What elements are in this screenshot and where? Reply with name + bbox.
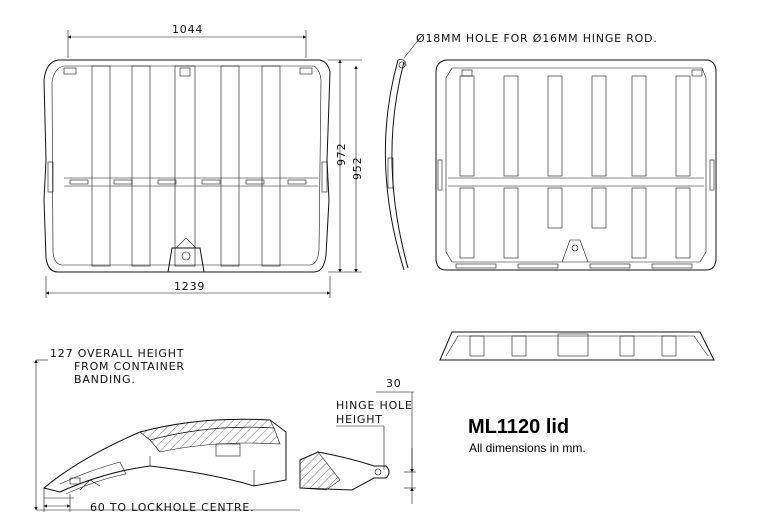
dimension-top-width: 1044 <box>172 23 203 36</box>
side-profile: Ø18MM HOLE FOR Ø16MM HINGE ROD. <box>384 32 658 271</box>
front-elevation <box>439 331 715 361</box>
underside-view <box>435 59 717 271</box>
dimension-bottom-width: 1239 <box>174 280 205 293</box>
dimension-hinge-offset: 30 <box>386 377 402 390</box>
lockhole-note: 60 TO LOCKHOLE CENTRE. <box>90 501 254 514</box>
drawing-subtitle: All dimensions in mm. <box>469 441 586 455</box>
drawing-title: ML1120 lid <box>468 416 569 438</box>
hinge-hole-note: Ø18MM HOLE FOR Ø16MM HINGE ROD. <box>416 32 658 45</box>
overall-height-note-line1: 127 OVERALL HEIGHT <box>50 347 184 360</box>
dimension-outer-height: 972 <box>335 143 348 166</box>
plan-view-top: 1044 <box>43 23 364 298</box>
hinge-height-note-line1: HINGE HOLE <box>336 399 413 412</box>
overall-height-note-line2: FROM CONTAINER <box>74 360 185 373</box>
overall-height-note-line3: BANDING. <box>74 373 136 386</box>
hinge-detail: HINGE HOLE HEIGHT 30 <box>299 377 416 504</box>
section-view: 127 OVERALL HEIGHT FROM CONTAINER BANDIN… <box>34 347 300 514</box>
dimension-inner-height: 952 <box>351 157 364 180</box>
hinge-height-note-line2: HEIGHT <box>336 413 383 426</box>
